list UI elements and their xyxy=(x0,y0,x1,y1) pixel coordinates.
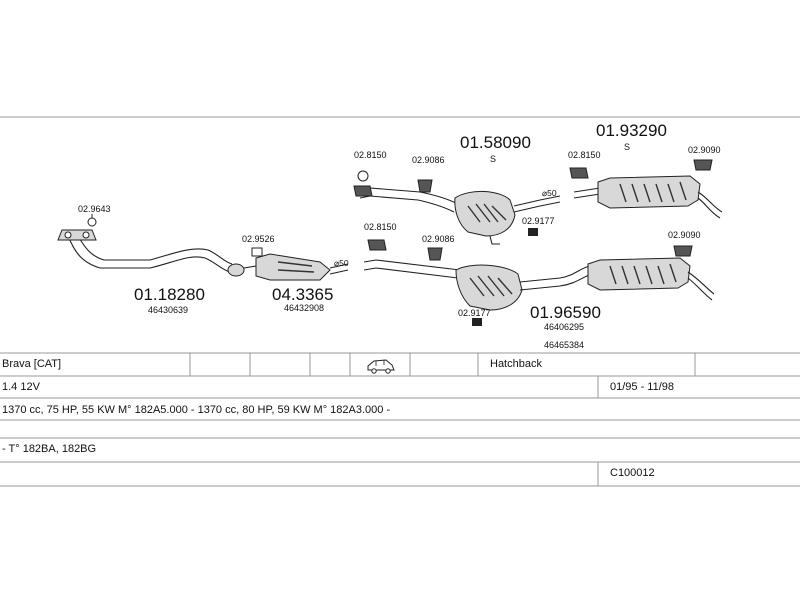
rear-section-lower-part xyxy=(363,257,715,311)
hanger-label-02-8150-b: 02.8150 xyxy=(568,150,601,160)
hanger-02-9090-a xyxy=(693,159,713,171)
table-code: C100012 xyxy=(610,467,655,479)
hanger-02-8150-b xyxy=(569,167,589,179)
oem-number-46465384: 46465384 xyxy=(544,340,584,350)
hanger-02-9177-a xyxy=(528,228,538,236)
hanger-02-8150-c xyxy=(367,239,387,251)
catalyst-hanger xyxy=(251,247,263,257)
hanger-02-9090-b xyxy=(673,245,693,257)
part-number-01-96590: 01.96590 xyxy=(530,303,601,322)
table-spec: 1370 cc, 75 HP, 55 KW M° 182A5.000 - 137… xyxy=(2,404,391,416)
hanger-02-9086-a xyxy=(417,179,433,193)
part-suffix-01-58090-s: S xyxy=(490,154,496,164)
part-number-01-93290: 01.93290 xyxy=(596,121,667,140)
hanger-label-02-9090-a: 02.9090 xyxy=(688,145,721,155)
table-engine: 1.4 12V xyxy=(2,381,40,393)
hanger-02-8150-a xyxy=(353,170,373,197)
arrow-label-50-a: ⌀50 xyxy=(334,258,349,268)
hanger-label-02-9086-b: 02.9086 xyxy=(422,234,455,244)
table-years: 01/95 - 11/98 xyxy=(610,381,675,393)
table-body-type: Hatchback xyxy=(490,358,542,370)
front-pipe-hanger xyxy=(87,214,97,227)
part-number-04-3365: 04.3365 xyxy=(272,285,333,304)
hanger-label-02-9086-a: 02.9086 xyxy=(412,155,445,165)
oem-number-46406295: 46406295 xyxy=(544,322,584,332)
part-suffix-01-93290-s: S xyxy=(624,142,630,152)
oem-number-46430639: 46430639 xyxy=(148,305,188,315)
hanger-02-9086-b xyxy=(427,247,443,261)
rear-silencer-upper-part xyxy=(573,175,723,219)
part-number-01-18280: 01.18280 xyxy=(134,285,205,304)
catalyst-part xyxy=(227,253,349,281)
hatchback-car-icon xyxy=(367,359,395,374)
table-type-codes: - T° 182BA, 182BG xyxy=(2,443,97,455)
front-pipe-part xyxy=(57,229,233,273)
hanger-label-02-8150-a: 02.8150 xyxy=(354,150,387,160)
hanger-label-02-9177-a: 02.9177 xyxy=(522,216,555,226)
table-model: Brava [CAT] xyxy=(2,358,62,370)
oem-number-46432908: 46432908 xyxy=(284,303,324,313)
hanger-label-02-9643: 02.9643 xyxy=(78,204,111,214)
part-number-01-58090: 01.58090 xyxy=(460,133,531,152)
hanger-label-02-8150-c: 02.8150 xyxy=(364,222,397,232)
hanger-label-02-9090-b: 02.9090 xyxy=(668,230,701,240)
hanger-label-02-9526: 02.9526 xyxy=(242,234,275,244)
arrow-label-50-b: ⌀50 xyxy=(542,188,557,198)
hanger-label-02-9177-b: 02.9177 xyxy=(458,308,491,318)
hanger-02-9177-b xyxy=(472,318,482,326)
